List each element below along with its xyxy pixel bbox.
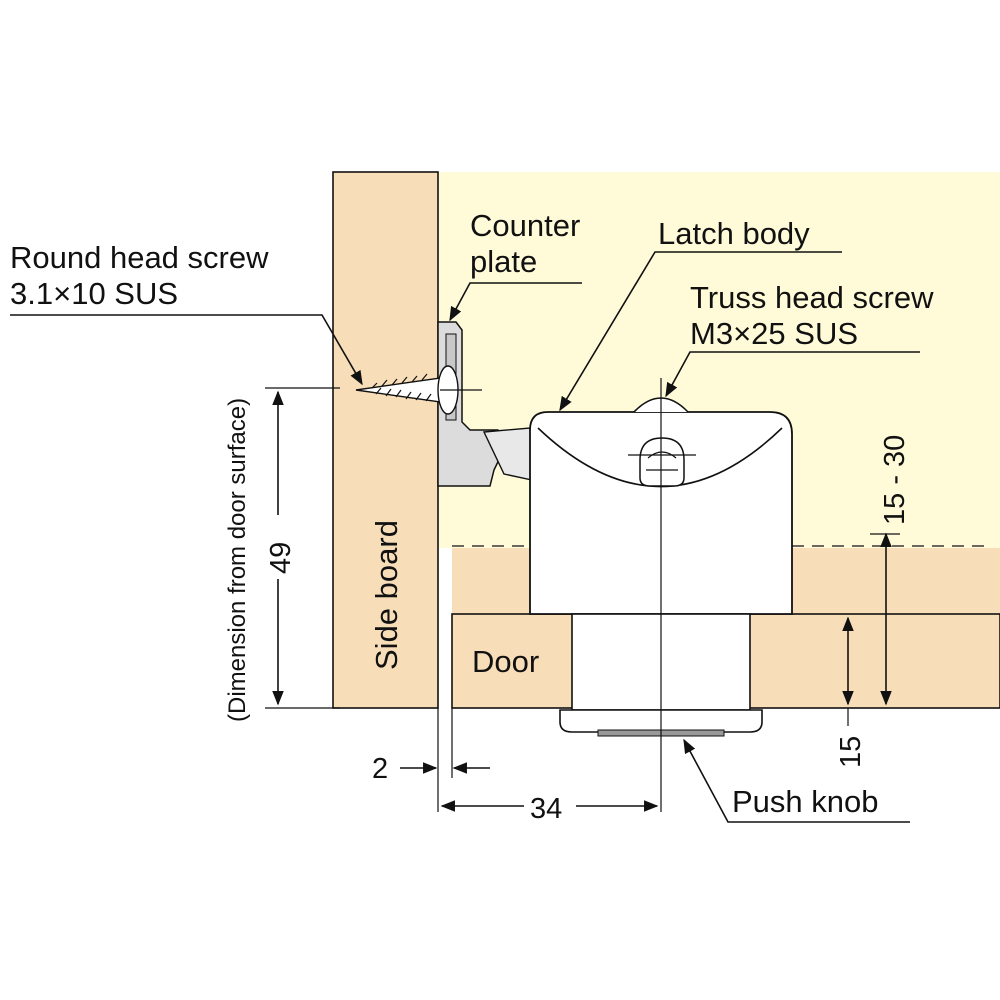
dim-15-30-value: 15 - 30 — [879, 435, 911, 525]
round-head-screw-label-2: 3.1×10 SUS — [10, 276, 178, 311]
counter-plate-label-1: Counter — [470, 208, 580, 243]
latch-body-label: Latch body — [658, 216, 810, 251]
round-head-screw — [355, 365, 482, 415]
side-board — [332, 171, 439, 709]
truss-head-screw-label-2: M3×25 SUS — [690, 316, 858, 351]
dim-15-value: 15 — [835, 736, 867, 768]
dim-2-value: 2 — [372, 753, 388, 785]
dimension-note: (Dimension from door surface) — [224, 398, 251, 722]
side-board-label: Side board — [369, 520, 404, 670]
truss-head-screw-label-1: Truss head screw — [690, 280, 934, 315]
door-label: Door — [472, 644, 539, 679]
push-knob-leader — [683, 738, 910, 823]
round-head-screw-leader — [10, 314, 363, 386]
dim-49-value: 49 — [265, 542, 297, 574]
counter-plate-leader — [449, 282, 582, 322]
round-head-screw-label-1: Round head screw — [10, 240, 269, 275]
truss-head-screw-leader — [665, 351, 920, 398]
latch-body-leader — [559, 251, 842, 412]
dim-34-value: 34 — [530, 793, 562, 825]
counter-plate-label-2: plate — [470, 244, 537, 279]
push-knob-label: Push knob — [732, 784, 879, 819]
